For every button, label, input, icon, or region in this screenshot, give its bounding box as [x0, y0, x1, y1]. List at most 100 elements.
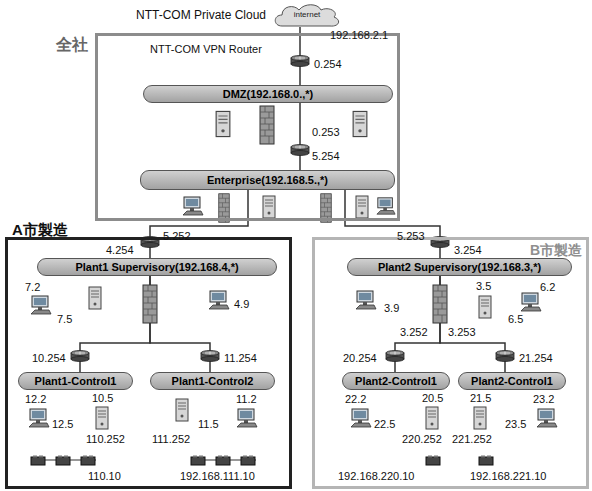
network-link	[440, 276, 505, 372]
ip-address-label: 111.252	[152, 433, 190, 446]
server-icon	[176, 399, 188, 421]
ip-address-label: 3.254	[454, 244, 482, 257]
site-heading: B市製造	[530, 241, 582, 259]
server-icon	[474, 407, 486, 429]
ip-address-label: 3.5	[476, 280, 491, 293]
ip-address-label: 192.168.221.10	[470, 470, 546, 483]
segment-name: DMZ(192.168.0.,*)	[223, 88, 313, 100]
router-icon	[291, 145, 309, 156]
ip-address-label: 3.252	[400, 326, 428, 339]
ip-address-label: 4.254	[106, 244, 134, 257]
network-segment-band: Plant2-Control1	[342, 372, 450, 390]
pc-icon	[237, 409, 257, 427]
segment-name: Plant2 Supervisory(192.168.3,*)	[378, 261, 541, 273]
ip-address-label: 21.254	[519, 352, 553, 365]
server-icon	[356, 196, 368, 218]
device-label: NTT-COM VPN Router	[150, 43, 262, 56]
network-link	[80, 276, 150, 372]
server-icon	[479, 296, 491, 318]
ip-address-label: 6.5	[508, 313, 523, 326]
ip-address-label: 11.254	[224, 352, 257, 365]
ip-address-label: 5.253	[397, 230, 425, 243]
ip-address-label: 11.2	[236, 393, 257, 406]
ip-address-label: 110.252	[86, 433, 125, 446]
pc-icon	[183, 197, 203, 215]
plc-icon	[216, 456, 230, 466]
server-icon	[263, 196, 275, 218]
ip-address-label: 7.5	[57, 313, 72, 326]
plc-icon	[479, 456, 493, 466]
segment-name: Plant1 Supervisory(192.168.4,*)	[75, 261, 238, 273]
network-segment-band: Plant1-Control1	[18, 372, 133, 390]
ip-address-label: 22.5	[374, 418, 395, 431]
firewall-icon	[433, 285, 447, 323]
ip-address-label: 0.254	[314, 58, 342, 71]
network-link	[150, 190, 248, 258]
ip-address-label: 5.252	[163, 230, 191, 243]
server-icon	[89, 287, 101, 309]
pc-icon	[31, 296, 51, 314]
segment-name: Plant2-Control1	[471, 375, 553, 387]
firewall-icon	[143, 285, 157, 323]
ip-address-label: 21.5	[470, 392, 491, 405]
segment-name: Plant1-Control1	[35, 375, 117, 387]
firewall-icon	[321, 194, 332, 223]
ip-address-label: 23.2	[533, 393, 554, 406]
ip-address-label: 0.253	[312, 126, 340, 139]
plc-icon	[241, 456, 255, 466]
ip-address-label: 22.2	[345, 393, 366, 406]
ip-address-label: 6.2	[540, 281, 555, 294]
plc-icon	[426, 456, 440, 466]
router-icon	[201, 351, 219, 362]
ip-address-label: 12.2	[25, 393, 46, 406]
cloud-text: internet	[272, 10, 342, 19]
ip-address-label: 10.5	[92, 392, 113, 405]
pc-icon	[537, 409, 557, 427]
ip-address-label: 192.168.2.1	[330, 29, 388, 42]
ip-address-label: 4.9	[234, 298, 249, 311]
cloud-heading: NTT-COM Private Cloud	[136, 8, 266, 22]
ip-address-label: 5.254	[312, 150, 340, 163]
pc-icon	[521, 293, 541, 311]
site-heading: 全社	[56, 36, 88, 54]
firewall-icon	[219, 194, 230, 223]
ip-address-label: 3.253	[448, 326, 476, 339]
segment-name: Plant1-Control2	[172, 375, 254, 387]
router-icon	[386, 351, 404, 362]
plc-icon	[56, 456, 70, 466]
pc-icon	[377, 198, 395, 214]
network-segment-band: DMZ(192.168.0.,*)	[143, 85, 393, 103]
cloud-shape: NTT-COM Private Cloudinternet	[272, 3, 342, 27]
plc-icon	[31, 456, 45, 466]
ip-address-label: 11.5	[198, 418, 219, 431]
pc-icon	[209, 291, 229, 309]
plc-icon	[81, 456, 95, 466]
ip-address-label: 10.254	[32, 352, 66, 365]
ip-address-label: 110.10	[88, 470, 121, 483]
server-icon	[353, 111, 367, 136]
site-heading: A市製造	[12, 221, 68, 239]
firewall-icon	[260, 106, 274, 144]
network-segment-band: Plant2-Control1	[458, 372, 566, 390]
ip-address-label: 220.252	[402, 433, 442, 446]
ip-address-label: 12.5	[52, 418, 73, 431]
network-segment-band: Enterprise(192.168.5.,*)	[140, 170, 395, 190]
ip-address-label: 23.5	[505, 418, 526, 431]
pc-icon	[29, 409, 49, 427]
pc-icon	[351, 409, 371, 427]
router-icon	[71, 351, 89, 362]
network-segment-band: Plant2 Supervisory(192.168.3,*)	[347, 258, 572, 276]
segment-name: Enterprise(192.168.5.,*)	[207, 174, 328, 186]
ip-address-label: 20.254	[343, 352, 377, 365]
server-icon	[96, 407, 108, 429]
segment-name: Plant2-Control1	[355, 375, 437, 387]
plc-icon	[191, 456, 205, 466]
pc-icon	[356, 291, 376, 309]
network-segment-band: Plant1 Supervisory(192.168.4,*)	[37, 258, 277, 276]
site-boundary: 全社DMZ(192.168.0.,*)Enterprise(192.168.5.…	[95, 33, 400, 221]
server-icon	[426, 407, 438, 429]
